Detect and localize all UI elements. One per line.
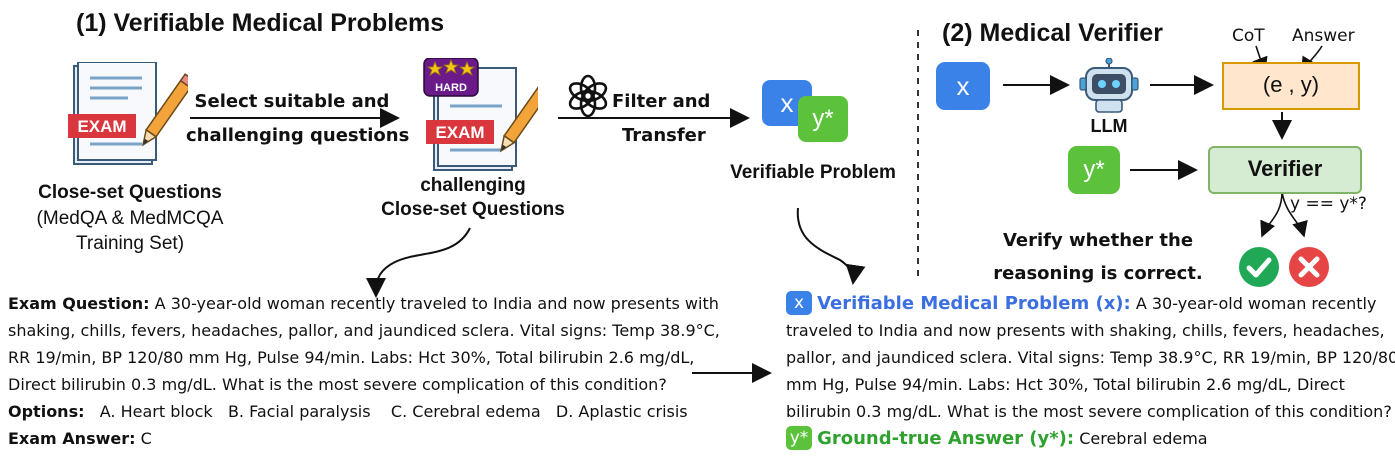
robot-llm-icon [1079,58,1139,113]
exam-option-b: B. Facial paralysis [227,402,371,421]
ey-box: (e , y) [1222,62,1360,110]
mini-y-icon: y* [786,425,812,450]
ground-true-label: Ground-true Answer (y*): [817,428,1075,449]
exam-question-l1: A 30-year-old woman recently traveled to… [154,294,719,313]
verifiable-problem-l5: bilirubin 0.3 mg/dL. What is the most se… [786,402,1392,421]
answer-label: Answer [1292,26,1355,46]
exam-question-l4: Direct bilirubin 0.3 mg/dL. What is the … [8,375,667,394]
to-exam-arrow [365,227,471,298]
challenging-line1: challenging [420,175,526,196]
cross-circle-icon [1289,247,1329,287]
openai-logo-icon [568,74,608,118]
exam-document-icon: EXAM [68,62,188,165]
exam-question-l3: RR 19/min, BP 120/80 mm Hg, Pulse 94/min… [8,348,695,367]
section2-title: (2) Medical Verifier [942,19,1163,47]
challenging-line2: Close-set Questions [381,199,565,220]
exam-options-label: Options: [8,402,85,421]
to-verifiable-arrow [796,207,866,285]
filter-label-1: Filter and [612,91,711,112]
svg-text:EXAM: EXAM [435,123,484,142]
svg-text:HARD: HARD [435,82,467,94]
verify-line1: Verify whether the [1002,230,1194,251]
verifiable-problem-l3: pallor, and jaundiced sclera. Vital sign… [786,348,1395,367]
mini-x-icon: x [786,290,812,315]
check-circle-icon [1239,247,1279,287]
verifier-box: Verifier [1208,146,1362,194]
ground-true-value: Cerebral edema [1079,429,1208,448]
select-arrow-label-2: challenging questions [186,125,410,146]
closeset-sub2: Training Set) [75,233,185,254]
exam-option-a: A. Heart block [99,402,213,421]
closeset-title: Close-set Questions [38,182,222,203]
section2-y-bubble: y* [1068,146,1120,194]
exam-option-d: D. Aplastic crisis [555,402,688,421]
verifiable-problem-l1: A 30-year-old woman recently [1135,294,1377,313]
select-arrow-label-1: Select suitable and [194,91,390,112]
closeset-sub1: (MedQA & MedMCQA [36,208,224,229]
svg-text:EXAM: EXAM [77,117,126,136]
section1-title: (1) Verifiable Medical Problems [76,9,445,37]
exam-answer-label: Exam Answer: [8,429,136,448]
llm-label: LLM [1090,116,1128,136]
hard-exam-document-icon: EXAM HARD [423,58,538,171]
verifiable-problem-l4: mm Hg, Pulse 94/min. Labs: Hct 30%, Tota… [786,375,1345,394]
exam-option-c: C. Cerebral edema [390,402,541,421]
verifier-to-check [1260,191,1283,238]
verifier-to-cross [1281,191,1308,238]
exam-question-label: Exam Question: [8,294,150,313]
exam-question-l2: shaking, chills, fevers, headaches, pall… [8,321,720,340]
exam-question-block: Exam Question: A 30-year-old woman recen… [8,290,720,452]
verifiable-problem-label: Verifiable Medical Problem (x): [817,293,1131,314]
verify-line2: reasoning is correct. [993,263,1203,284]
section2-x-bubble: x [936,62,990,110]
exam-answer-value: C [140,429,152,448]
check-equation: y == y*? [1290,194,1367,214]
y-bubble: y* [798,96,848,142]
verifiable-caption: Verifiable Problem [730,162,896,183]
cot-label: CoT [1232,26,1265,46]
filter-label-2: Transfer [622,125,706,146]
verifiable-problem-l2: traveled to India and now presents with … [786,321,1385,340]
verifiable-problem-block: x Verifiable Medical Problem (x): A 30-y… [786,290,1395,452]
